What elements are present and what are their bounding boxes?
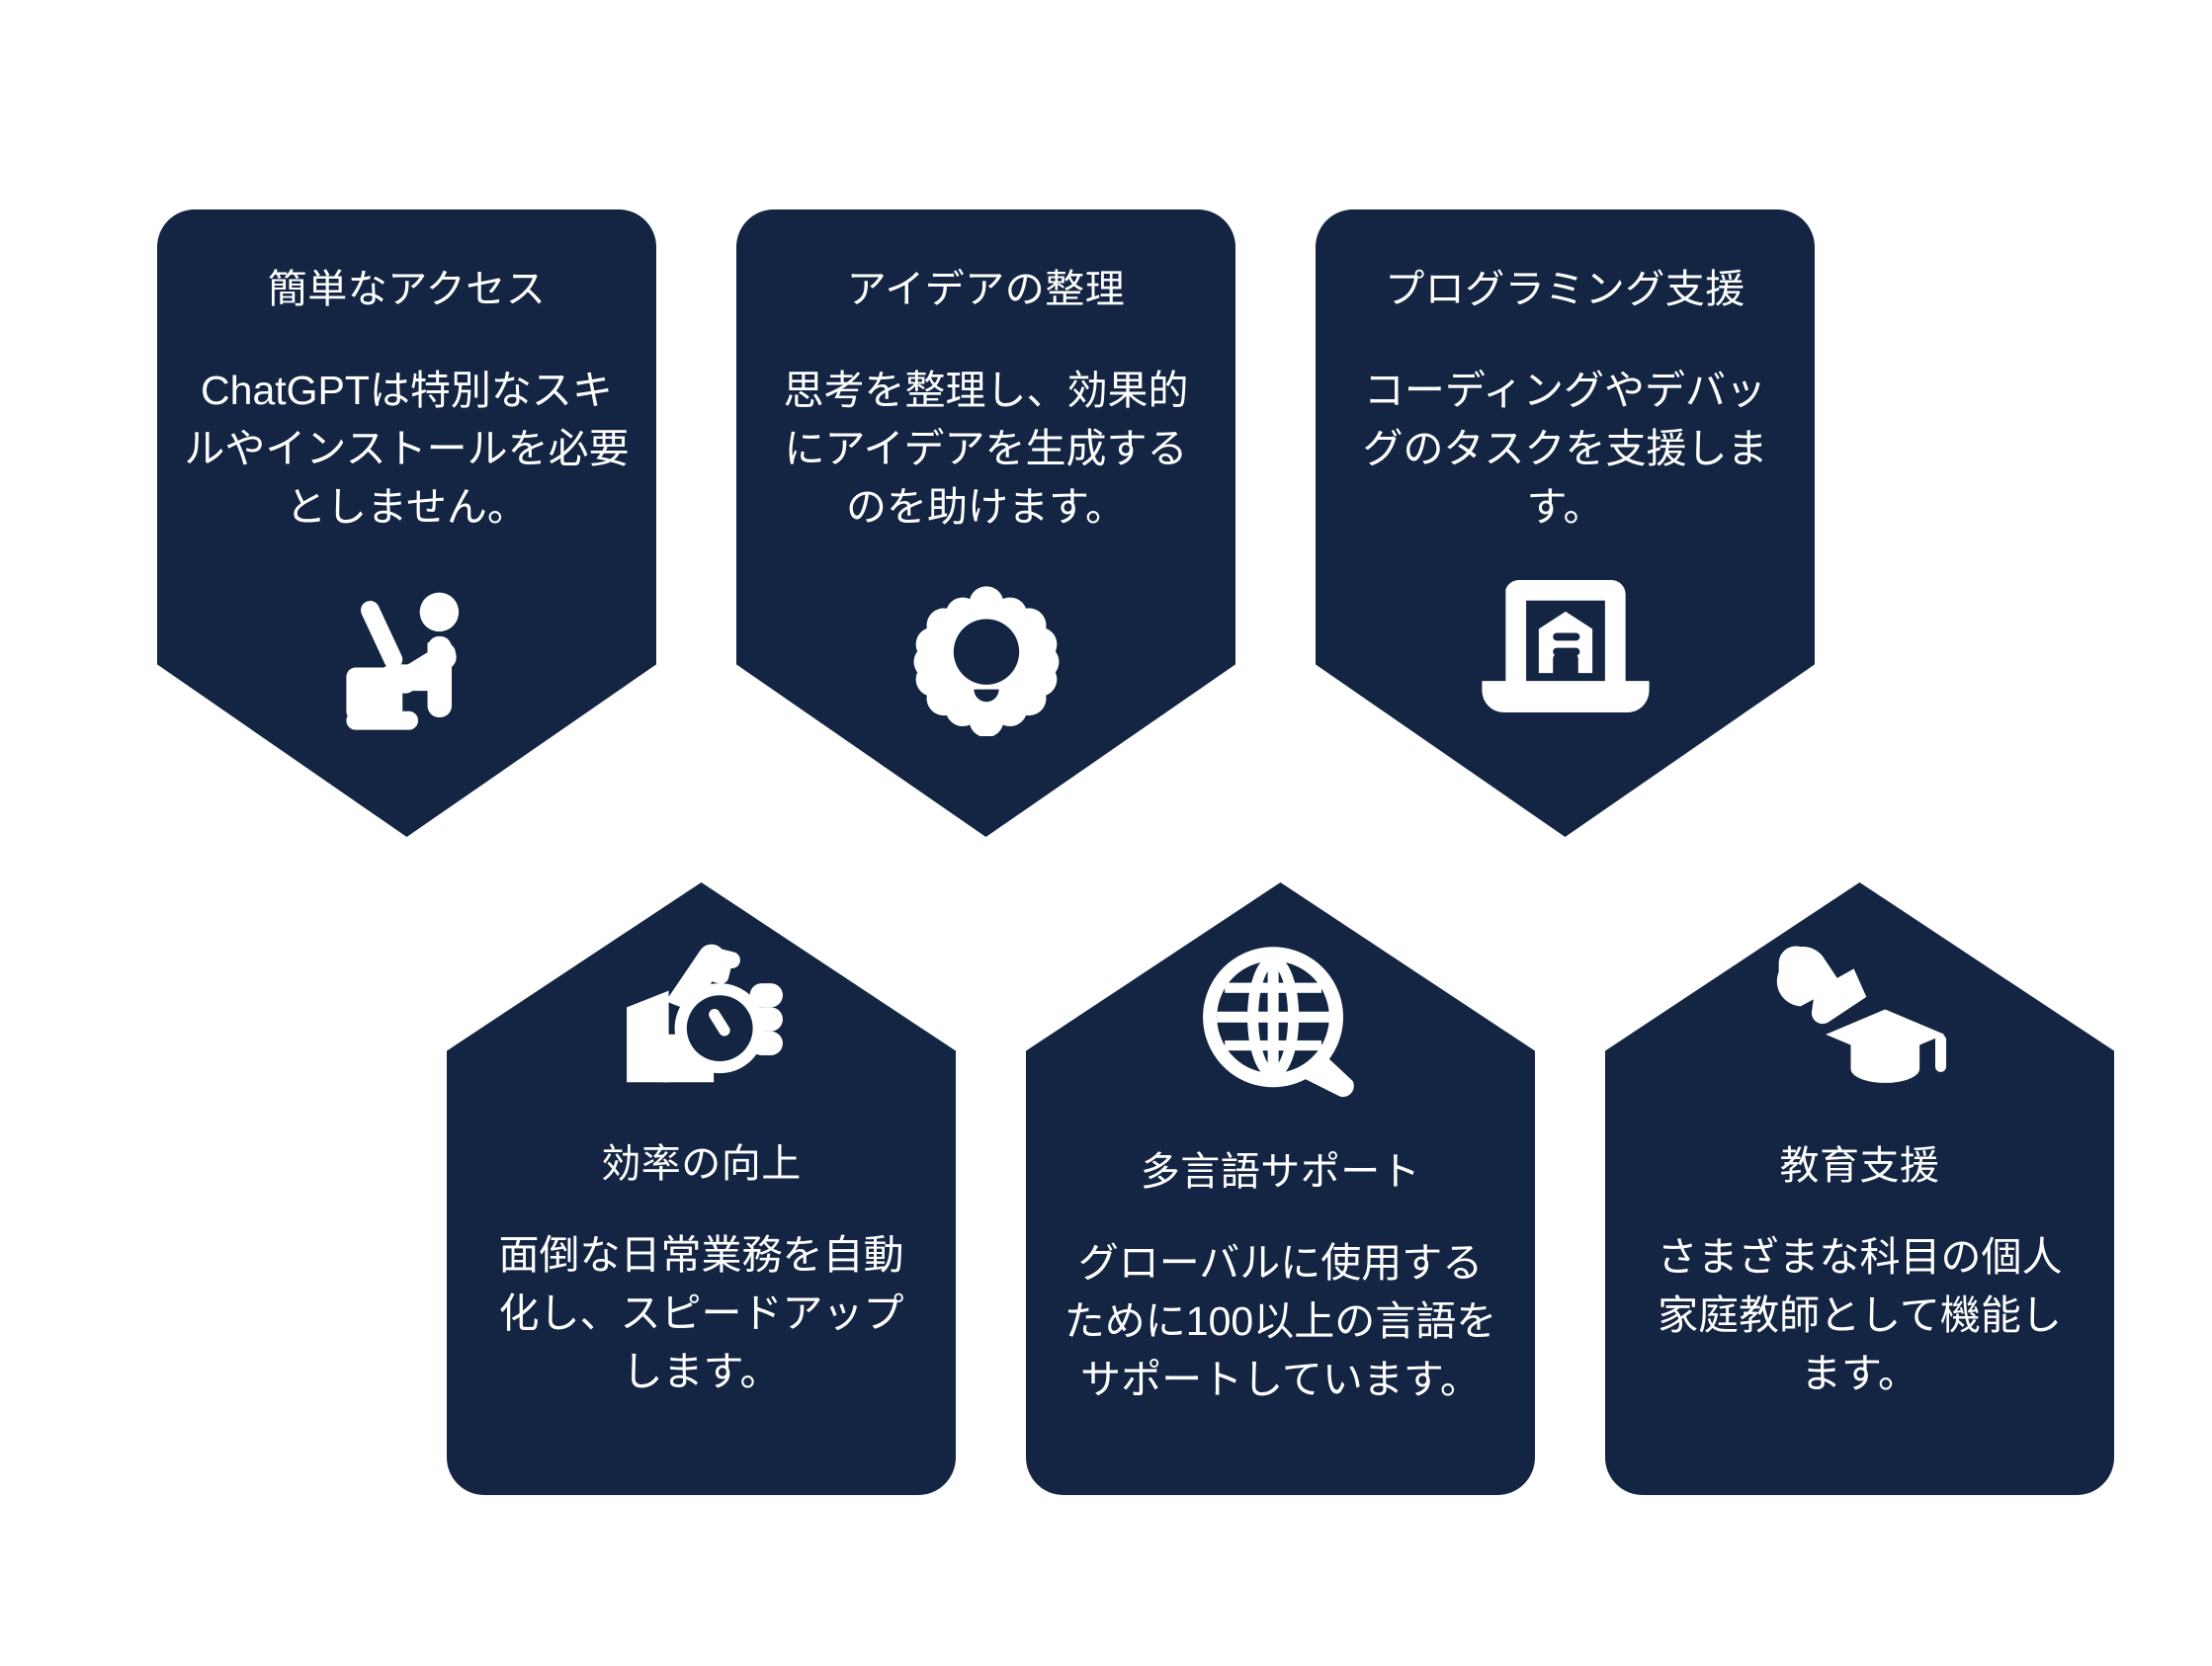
graduation-cap-diploma-icon	[1772, 944, 1948, 1094]
card-title: 簡単なアクセス	[267, 268, 547, 311]
card-title: 効率の向上	[601, 1142, 802, 1186]
feature-card-programming-support[interactable]: プログラミング支援 コーディングやデバッグのタスクを支援します。	[1316, 209, 1815, 837]
gear-icon	[908, 580, 1064, 737]
hand-stopwatch-icon	[618, 944, 786, 1092]
globe-speech-bubble-icon	[1200, 944, 1362, 1100]
feature-card-efficiency-improvement[interactable]: 効率の向上 面倒な日常業務を自動化し、スピードアップします。	[447, 882, 956, 1495]
card-title: 多言語サポート	[1140, 1150, 1421, 1194]
card-description: コーディングやデバッグのタスクを支援します。	[1362, 368, 1768, 531]
card-description: 思考を整理し、効果的にアイデアを生成するのを助けます。	[783, 368, 1189, 531]
card-description: 面倒な日常業務を自動化し、スピードアップします。	[498, 1232, 904, 1395]
laptop-code-icon	[1479, 580, 1653, 728]
feature-card-education-support[interactable]: 教育支援 さまざまな科目の個人家庭教師として機能します。	[1605, 882, 2114, 1495]
card-description: グローバルに使用するために100以上の言語をサポートしています。	[1063, 1240, 1497, 1403]
card-description: ChatGPTは特別なスキルやインストールを必要としません。	[184, 368, 630, 531]
person-at-laptop-icon	[329, 580, 485, 736]
card-title: 教育支援	[1779, 1144, 1940, 1188]
card-title: アイデアの整理	[846, 268, 1126, 311]
feature-card-idea-organization[interactable]: アイデアの整理 思考を整理し、効果的にアイデアを生成するのを助けます。	[736, 209, 1235, 837]
card-title: プログラミング支援	[1385, 268, 1745, 311]
feature-card-multilingual-support[interactable]: 多言語サポート グローバルに使用するために100以上の言語をサポートしています。	[1026, 882, 1535, 1495]
feature-card-easy-access[interactable]: 簡単なアクセス ChatGPTは特別なスキルやインストールを必要としません。	[157, 209, 656, 837]
card-description: さまざまな科目の個人家庭教師として機能します。	[1657, 1234, 2063, 1397]
